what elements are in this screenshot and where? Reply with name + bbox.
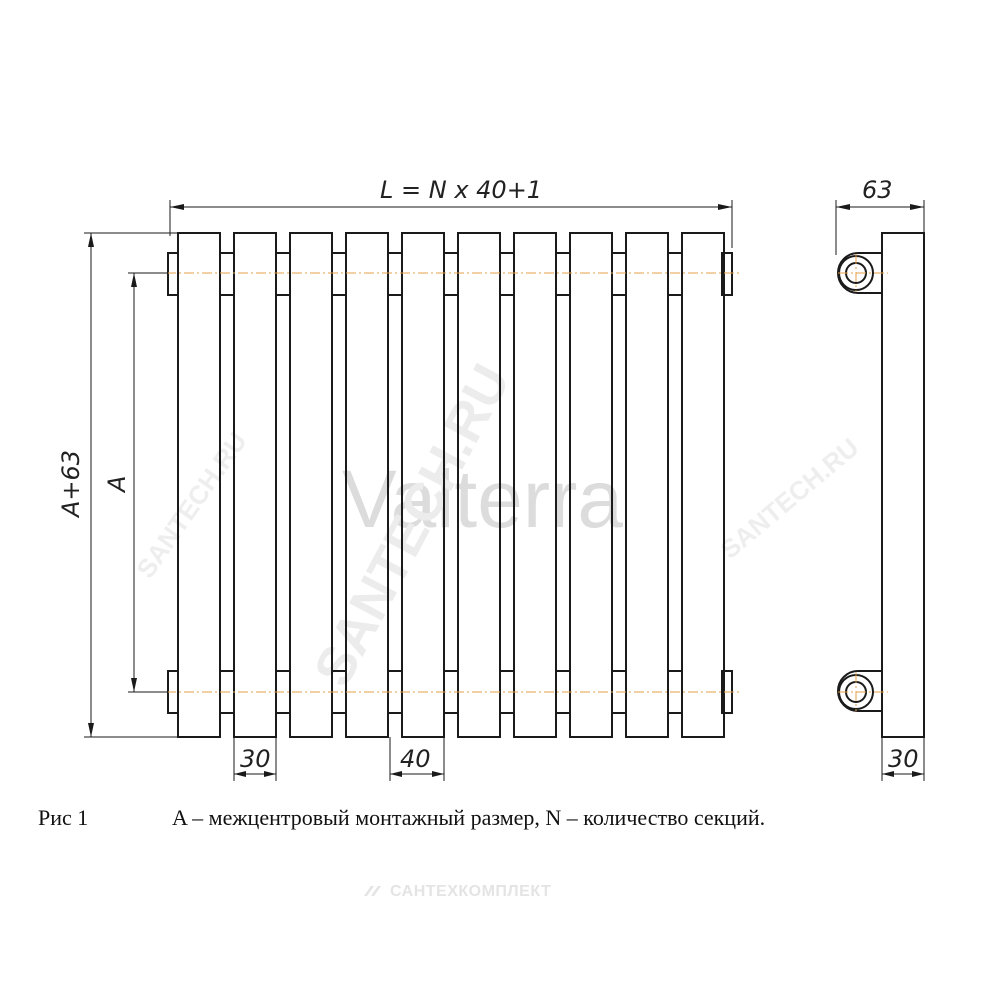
center-distance-dimension: A	[103, 272, 168, 693]
side-width-dimension: 30	[881, 737, 925, 781]
radiator-section	[345, 232, 389, 738]
section-width-label: 30	[240, 745, 271, 773]
side-depth-dimension: 63	[835, 176, 925, 255]
radiator-section	[625, 232, 669, 738]
figure-number: Рис 1	[38, 805, 89, 830]
figure-caption: Рис 1 A – межцентровый монтажный размер, …	[38, 805, 978, 831]
section-connector	[555, 252, 571, 296]
radiator-section	[513, 232, 557, 738]
section-connector	[443, 252, 459, 296]
section-pitch-label: 40	[400, 745, 431, 773]
length-label: L = N x 40+1	[380, 176, 542, 204]
section-connector	[387, 252, 403, 296]
company-logo-icon	[364, 886, 381, 896]
section-connector	[331, 252, 347, 296]
length-dimension: L = N x 40+1	[169, 176, 733, 248]
section-connector	[219, 252, 235, 296]
side-depth-label: 63	[862, 176, 893, 204]
footer-text: САНТЕХКОМПЛЕКТ	[390, 883, 552, 900]
radiator-section	[177, 232, 221, 738]
caption-text: A – межцентровый монтажный размер, N – к…	[172, 805, 766, 830]
radiator-sections	[177, 232, 725, 738]
height-total-dimension: A+63	[57, 232, 178, 738]
section-connector	[611, 252, 627, 296]
radiator-section	[233, 232, 277, 738]
radiator-section	[289, 232, 333, 738]
section-pitch-dimension: 40	[389, 737, 445, 781]
side-view	[837, 232, 925, 738]
section-connector	[499, 252, 515, 296]
radiator-section	[457, 232, 501, 738]
side-width-label: 30	[888, 745, 919, 773]
section-connector	[667, 252, 683, 296]
radiator-section	[681, 232, 725, 738]
section-connector	[275, 252, 291, 296]
radiator-section	[401, 232, 445, 738]
center-distance-label: A	[103, 476, 131, 494]
side-body	[881, 232, 925, 738]
site-watermark-right: SANTECH.RU	[715, 432, 865, 565]
footer-watermark: САНТЕХКОМПЛЕКТ	[362, 883, 551, 901]
section-width-dimension: 30	[233, 737, 277, 781]
radiator-section	[569, 232, 613, 738]
height-total-label: A+63	[57, 450, 85, 519]
